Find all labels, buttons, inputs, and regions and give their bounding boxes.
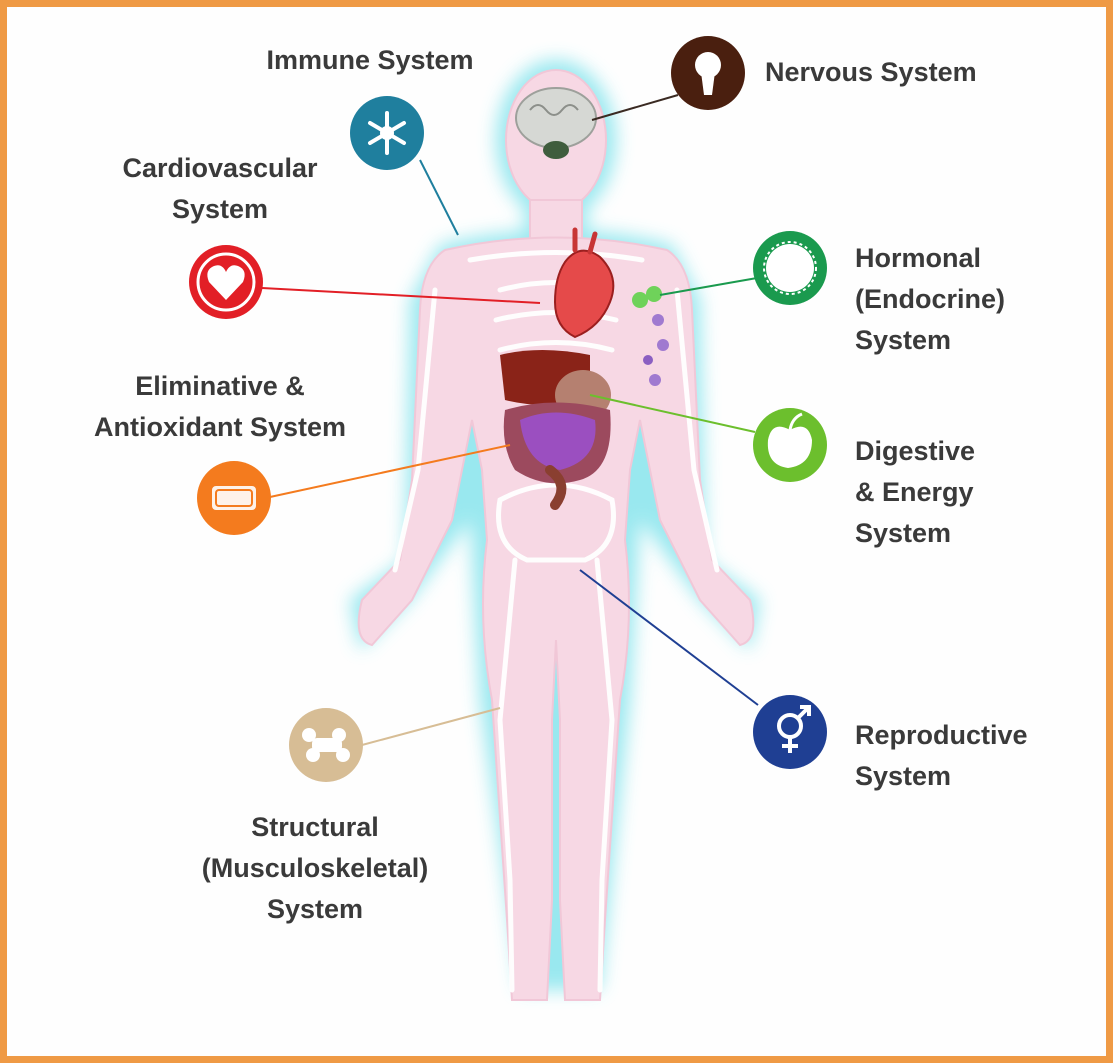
label-immune-system: Immune System [240, 40, 500, 81]
label-structural-system: Structural (Musculoskeletal) System [170, 807, 460, 930]
label-eliminative-system: Eliminative & Antioxidant System [65, 366, 375, 448]
keyhole-head-icon [671, 36, 745, 110]
sponge-icon [197, 461, 271, 535]
bone-icon [289, 708, 363, 782]
label-reproductive-system: Reproductive System [855, 715, 1028, 797]
label-digestive-system: Digestive & Energy System [855, 431, 975, 554]
gender-symbol-icon [753, 695, 827, 769]
heart-icon [189, 245, 263, 319]
label-nervous-system: Nervous System [765, 52, 977, 93]
apple-icon [753, 408, 827, 482]
label-cardiovascular-system: Cardiovascular System [85, 148, 355, 230]
snowflake-cell-icon [350, 96, 424, 170]
label-hormonal-system: Hormonal (Endocrine) System [855, 238, 1005, 361]
gland-ring-icon [753, 231, 827, 305]
